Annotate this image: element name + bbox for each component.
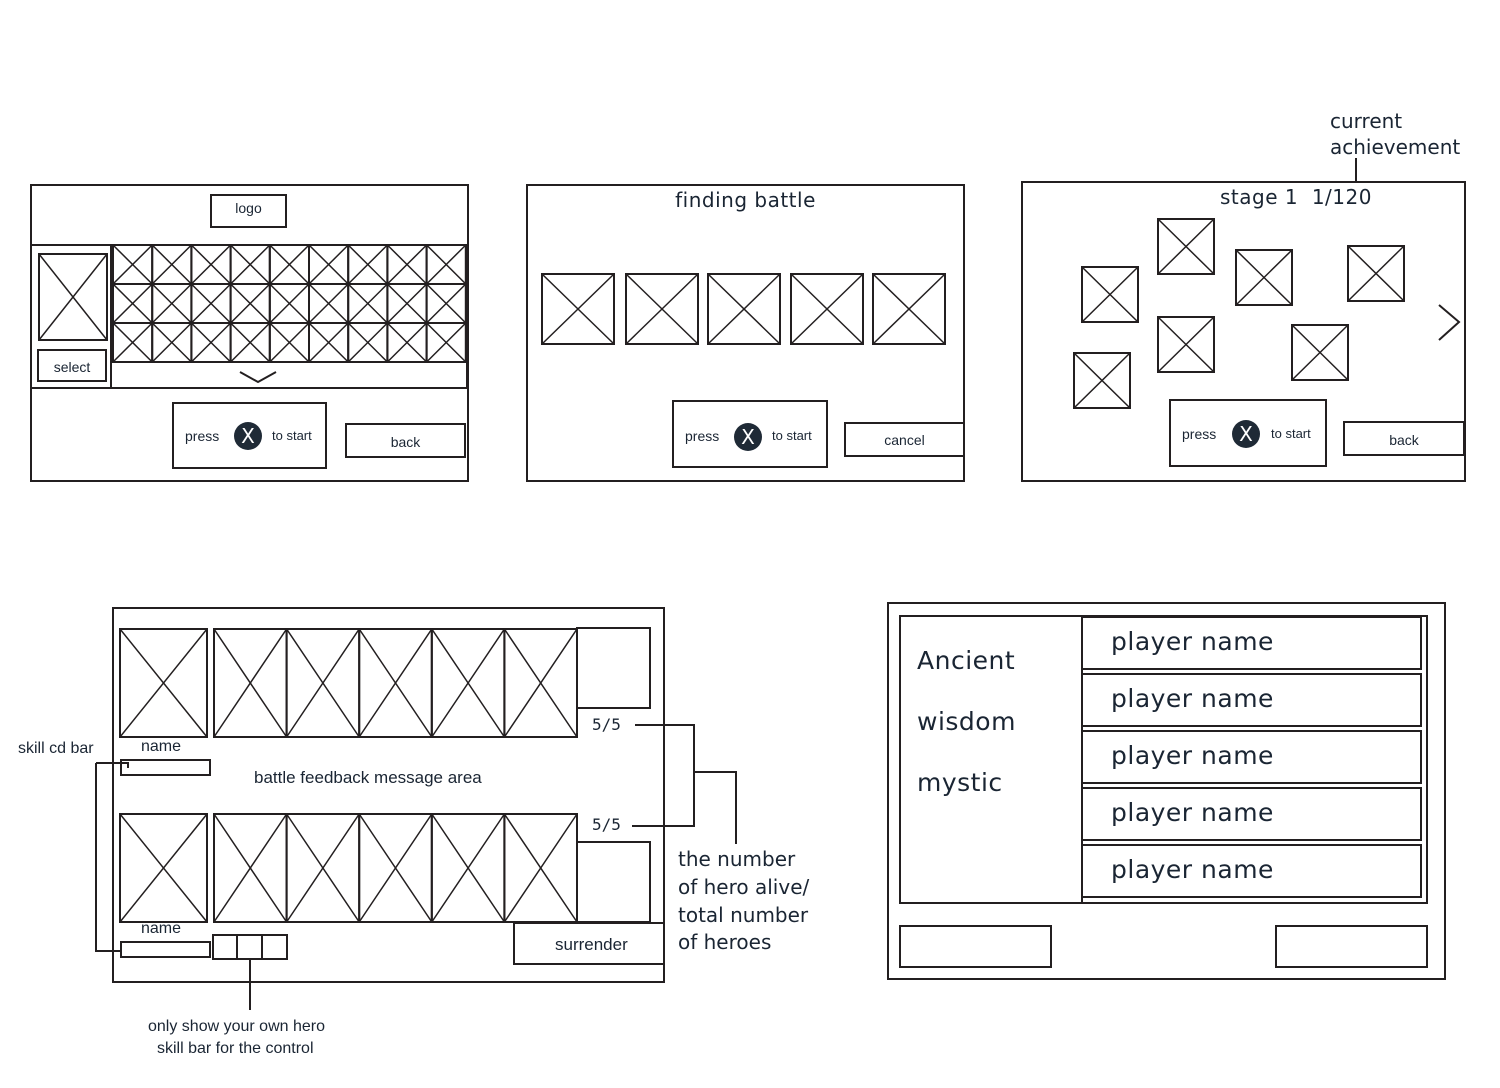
to-start-label: to start: [772, 428, 812, 443]
stage-node: [1073, 352, 1131, 409]
player-name: player name: [1111, 798, 1274, 827]
ally-heroes-row: [119, 813, 578, 923]
finding-battle-screen: [526, 184, 965, 482]
player-row[interactable]: player name: [1081, 730, 1422, 784]
skill-slot-divider: [236, 934, 238, 960]
enemy-hero-count: 5/5: [592, 715, 621, 734]
stage-node: [1157, 218, 1215, 275]
select-label: select: [53, 359, 91, 375]
ally-hero-count: 5/5: [592, 815, 621, 834]
ally-hero-slot: [213, 813, 288, 923]
skill-cd-bar-annotation: skill cd bar: [18, 740, 94, 757]
skill-bar-annotation-2: skill bar for the control: [157, 1040, 314, 1057]
results-left-button[interactable]: [899, 925, 1052, 968]
hero-count-annotation: the number: [678, 847, 796, 871]
start-button[interactable]: press X to start: [672, 400, 828, 468]
matched-hero-slot: [707, 273, 781, 345]
cancel-label: cancel: [884, 432, 925, 448]
matched-hero-slot: [872, 273, 946, 345]
hero-count-annotation-3: total number: [678, 903, 809, 927]
select-button[interactable]: select: [37, 349, 107, 382]
x-button-icon: X: [234, 422, 262, 450]
enemy-name-label: name: [141, 738, 182, 755]
hero-grid-cell: [347, 322, 389, 363]
category-wisdom[interactable]: wisdom: [917, 707, 1016, 736]
category-ancient[interactable]: Ancient: [917, 646, 1016, 675]
category-mystic[interactable]: mystic: [917, 768, 1003, 797]
stage-node: [1081, 266, 1139, 323]
start-button[interactable]: press X to start: [1169, 399, 1327, 467]
ally-hero-slot: [119, 813, 208, 923]
back-button[interactable]: back: [345, 423, 466, 458]
chevron-down-icon[interactable]: [238, 370, 278, 384]
hero-count-annotation-2: of hero alive/: [678, 875, 810, 899]
player-row[interactable]: player name: [1081, 673, 1422, 727]
logo-label: logo: [235, 200, 262, 216]
player-name: player name: [1111, 684, 1274, 713]
skill-slot-divider: [261, 934, 263, 960]
player-name: player name: [1111, 855, 1274, 884]
enemy-hero-slot: [119, 628, 208, 738]
cancel-button[interactable]: cancel: [844, 422, 965, 457]
start-button[interactable]: press X to start: [172, 402, 327, 469]
battle-screen: [112, 607, 665, 983]
player-name: player name: [1111, 627, 1274, 656]
hero-grid[interactable]: [112, 244, 467, 364]
x-button-icon: X: [734, 423, 762, 451]
stage-node: [1291, 324, 1349, 381]
press-label: press: [1182, 426, 1217, 442]
back-button[interactable]: back: [1343, 421, 1465, 456]
matched-hero-slot: [625, 273, 699, 345]
enemy-skill-cd-bar: [120, 759, 211, 776]
back-label: back: [1389, 432, 1419, 448]
to-start-label: to start: [272, 428, 312, 443]
finding-battle-title: finding battle: [675, 188, 816, 212]
battle-feedback-area: battle feedback message area: [254, 768, 482, 787]
results-screen: [887, 602, 1446, 980]
hero-grid-cell: [425, 322, 467, 363]
back-label: back: [390, 434, 421, 450]
press-label: press: [685, 428, 720, 444]
player-list: player name player name player name play…: [1081, 616, 1422, 898]
chevron-right-icon[interactable]: [1437, 303, 1463, 343]
player-row[interactable]: player name: [1081, 844, 1422, 898]
ally-skill-cd-bar: [120, 941, 211, 958]
stage-select-screen: [1021, 181, 1466, 482]
current-achievement-annotation-2: achievement: [1330, 135, 1461, 159]
results-right-button[interactable]: [1275, 925, 1428, 968]
stage-progress: stage 1 1/120: [1220, 185, 1372, 209]
matched-heroes: [541, 273, 946, 345]
press-label: press: [185, 428, 220, 444]
to-start-label: to start: [1271, 426, 1311, 441]
matched-hero-slot: [541, 273, 615, 345]
stage-node: [1235, 249, 1293, 306]
current-achievement-annotation: current: [1330, 109, 1403, 133]
enemy-extra-slot: [576, 627, 651, 709]
hero-count-annotation-4: of heroes: [678, 930, 772, 954]
stage-node: [1347, 245, 1405, 302]
logo: logo: [210, 194, 287, 228]
x-button-icon: X: [1232, 420, 1260, 448]
stage-node: [1157, 316, 1215, 373]
stage-map[interactable]: [1070, 215, 1410, 415]
matched-hero-slot: [790, 273, 864, 345]
player-row[interactable]: player name: [1081, 616, 1422, 670]
ally-name-label: name: [141, 920, 182, 937]
annotation-leader-line: [1355, 158, 1357, 183]
skill-bar-annotation: only show your own hero: [148, 1018, 325, 1035]
surrender-button[interactable]: surrender: [513, 922, 665, 965]
surrender-label: surrender: [555, 935, 628, 954]
hero-preview-image: [38, 253, 108, 341]
skill-bar[interactable]: [212, 934, 288, 960]
player-name: player name: [1111, 741, 1274, 770]
player-row[interactable]: player name: [1081, 787, 1422, 841]
